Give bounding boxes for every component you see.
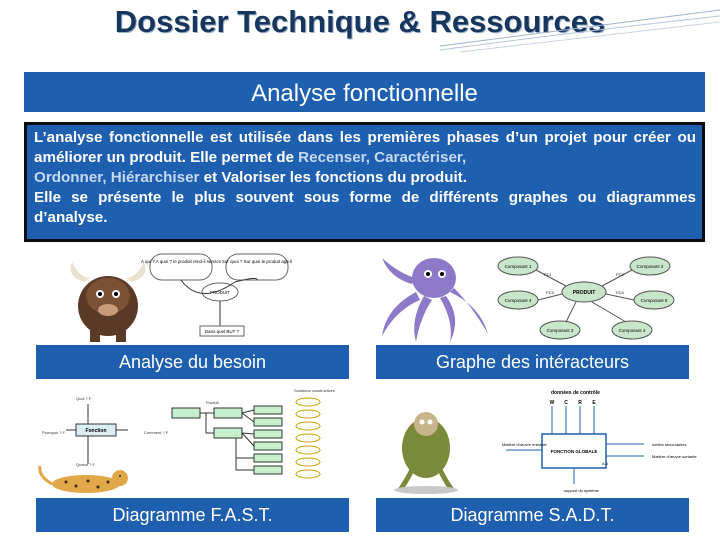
section-title: Analyse fonctionnelle — [24, 72, 705, 112]
control-e: E — [592, 400, 596, 406]
control-c: C — [564, 400, 568, 406]
tortoise-icon — [394, 412, 458, 494]
center-node: PRODUIT — [573, 290, 596, 296]
intro-text-box: L’analyse fonctionnelle est utilisée dan… — [24, 122, 705, 242]
link-3: FC3 — [546, 290, 554, 295]
caption-analyse-besoin: Analyse du besoin — [36, 345, 349, 379]
sadt-support: support du système — [564, 488, 600, 493]
intro-part1: L’analyse fonctionnelle est utilisée dan… — [34, 129, 696, 166]
sadt-input: Matière d'œuvre entrante — [502, 442, 548, 447]
node-4: Composant 5 — [641, 298, 668, 303]
caption-fast: Diagramme F.A.S.T. — [36, 498, 349, 532]
octopus-icon — [382, 258, 488, 342]
control-r: R — [578, 400, 582, 406]
sadt-code: A-0 — [602, 461, 609, 466]
node-1: Composant 1 — [505, 264, 532, 269]
fast-produit: Produit — [206, 400, 220, 405]
bull-icon — [70, 262, 146, 342]
link-2: FC2 — [616, 272, 624, 277]
graphe-interacteurs-diagram: PRODUIT Composant 1 Composant 2 Composan… — [382, 256, 675, 342]
link-1: FC1 — [544, 272, 552, 277]
fast-quoi: Quoi ? F — [76, 396, 92, 401]
node-6: Composant 4 — [619, 328, 646, 333]
fast-solutions: Solutions constructives — [294, 388, 335, 393]
node-2: Composant 2 — [637, 264, 664, 269]
intro-highlight-2: Ordonner, Hiérarchiser — [34, 169, 200, 186]
node-3: Composant 4 — [505, 298, 532, 303]
fast-comment: Comment ? F — [144, 430, 169, 435]
sadt-donnees: données de contrôle — [551, 390, 600, 396]
link-4: FC4 — [616, 290, 624, 295]
fast-pourquoi: Pourquoi ? F — [42, 430, 65, 435]
fast-quand: Quand ? F — [76, 462, 95, 467]
caption-graphe-interacteurs: Graphe des intéracteurs — [376, 345, 689, 379]
cheetah-icon — [38, 465, 128, 493]
control-w: W — [550, 400, 555, 406]
sadt-diagram: données de contrôle W C R E FONCTION GLO… — [394, 390, 697, 494]
bubble-left-text: A qui ? A quoi ? le produit rend-il serv… — [141, 259, 222, 264]
center-text: PRODUIT — [210, 290, 231, 295]
sadt-side: sorties secondaires — [652, 442, 686, 447]
fast-diagram: Quoi ? F Pourquoi ? F Comment ? F Quand … — [38, 388, 335, 493]
decorative-lines — [440, 9, 720, 53]
sadt-output: Matière d'œuvre sortante — [652, 454, 697, 459]
node-5: Composant 3 — [547, 328, 574, 333]
bottom-text: Dans quel BUT ? — [205, 329, 240, 334]
bubble-right-text: Sur quoi ? Sur quoi le produit agit-il — [222, 259, 292, 264]
fast-fonction: Fonction — [85, 428, 106, 434]
bete-a-cornes-diagram: A qui ? A quoi ? le produit rend-il serv… — [70, 253, 292, 342]
page-title: Dossier Technique & Ressources — [114, 4, 606, 39]
sadt-center: FONCTION GLOBALE — [551, 449, 598, 454]
intro-highlight-1: Recenser, Caractériser, — [298, 149, 467, 166]
intro-part3: Elle se présente le plus souvent sous fo… — [34, 189, 696, 226]
caption-sadt: Diagramme S.A.D.T. — [376, 498, 689, 532]
intro-part2: et Valoriser les fonctions du produit. — [199, 169, 467, 186]
